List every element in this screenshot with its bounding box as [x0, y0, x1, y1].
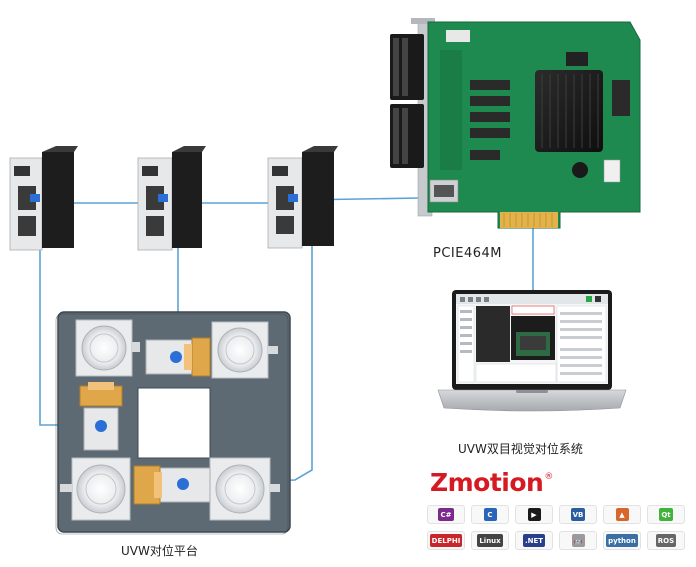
uvw-platform-label: UVW对位平台 [121, 544, 198, 558]
matlab-logo-text: ▲ [615, 508, 629, 521]
pcie-card [390, 18, 641, 229]
motor-bottom [133, 465, 211, 505]
dotnet-logo-text: .NET [522, 534, 546, 547]
android-logo-text: 🤖 [571, 534, 585, 547]
motor-left [79, 382, 123, 451]
python-logo-text: python [606, 534, 638, 547]
pcie-card-label: PCIE464M [433, 246, 502, 261]
registered-mark: ® [544, 472, 553, 482]
cplusplus-logo: C [471, 505, 509, 524]
linux-logo: Linux [471, 531, 509, 550]
servo-drive-2 [137, 146, 206, 251]
labview-logo: ▶ [515, 505, 553, 524]
qt-logo: Qt [647, 505, 685, 524]
vb-logo-text: VB [570, 508, 586, 521]
labview-logo-text: ▶ [527, 508, 541, 521]
uvw-platform [55, 311, 291, 535]
stage-top-left [75, 319, 140, 377]
laptop [437, 290, 627, 412]
zmotion-logo: Zmotion® [430, 468, 553, 497]
servo-drive-1 [9, 146, 78, 251]
qt-logo-text: Qt [659, 508, 673, 521]
brand-name: Zmotion [430, 468, 544, 497]
csharp-logo: C# [427, 505, 465, 524]
ros-logo-text: ROS [655, 534, 677, 547]
delphi-logo: DELPHI [427, 531, 465, 550]
matlab-logo: ▲ [603, 505, 641, 524]
vision-system-label: UVW双目视觉对位系统 [458, 442, 583, 456]
cplusplus-logo-text: C [483, 508, 497, 521]
python-logo: python [603, 531, 641, 550]
dotnet-logo: .NET [515, 531, 553, 550]
vb-logo: VB [559, 505, 597, 524]
delphi-logo-text: DELPHI [429, 534, 463, 547]
android-logo: 🤖 [559, 531, 597, 550]
linux-logo-text: Linux [477, 534, 503, 547]
motor-top [145, 337, 211, 377]
csharp-logo-text: C# [438, 508, 454, 521]
stage-bottom-left [60, 457, 131, 521]
stage-bottom-right [209, 457, 280, 521]
servo-drive-3 [267, 146, 338, 249]
ros-logo: ROS [647, 531, 685, 550]
stage-top-right [211, 321, 278, 379]
